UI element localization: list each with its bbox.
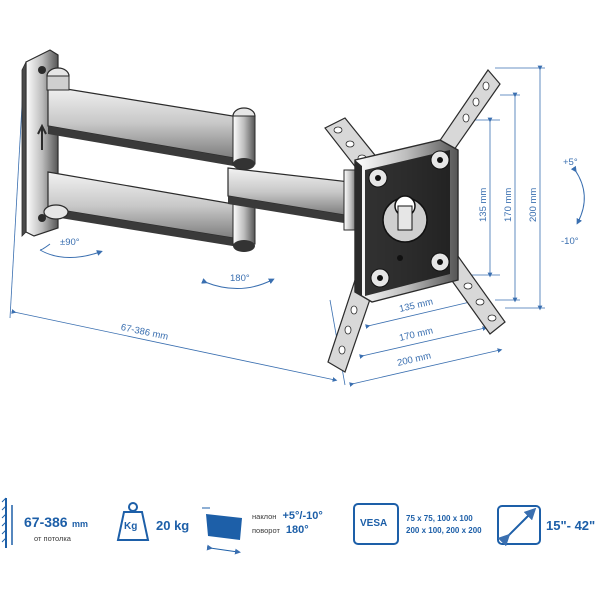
screen-size-value: 15"- 42" bbox=[546, 518, 596, 533]
upper-arm bbox=[46, 67, 256, 170]
label-vesa-w-small: 135 mm bbox=[398, 296, 434, 314]
label-tilt-down: -10° bbox=[561, 236, 579, 247]
up-arrow-icon bbox=[37, 123, 47, 150]
distance-unit: mm bbox=[72, 519, 89, 529]
swivel-arrow-wall bbox=[39, 243, 103, 258]
spec-distance: 67-386 mm от потолка bbox=[24, 514, 88, 543]
weight-icon bbox=[116, 502, 150, 541]
distance-value: 67-386 bbox=[24, 514, 68, 530]
weight-icon-label: Kg bbox=[124, 521, 138, 532]
swivel-value: 180° bbox=[285, 524, 309, 536]
spec-vesa: 75 x 75, 100 x 100 200 x 100, 200 x 200 bbox=[406, 514, 482, 535]
swivel-label: поворот bbox=[252, 526, 280, 535]
label-vesa-w-large: 200 mm bbox=[396, 350, 432, 368]
label-arm-swivel: 180° bbox=[230, 273, 250, 284]
label-vesa-h-large: 200 mm bbox=[528, 188, 539, 222]
label-vesa-h-mid: 170 mm bbox=[503, 188, 514, 222]
tilt-arrow bbox=[570, 165, 585, 225]
label-tilt-up: +5° bbox=[563, 157, 578, 168]
tilt-swivel-icon bbox=[202, 507, 242, 555]
distance-caption: от потолка bbox=[34, 534, 71, 543]
screen-size-icon bbox=[497, 505, 541, 547]
vesa-icon bbox=[353, 503, 399, 545]
vesa-bracket bbox=[324, 69, 506, 373]
tilt-label: наклон bbox=[252, 512, 277, 521]
lower-arm bbox=[43, 171, 256, 252]
tilt-value: +5°/-10° bbox=[282, 510, 323, 522]
spec-motion: наклон +5°/-10° поворот 180° bbox=[252, 510, 352, 536]
vesa-line-2: 200 x 100, 200 x 200 bbox=[406, 526, 482, 535]
vesa-icon-label: VESA bbox=[360, 518, 388, 529]
label-wall-swivel: ±90° bbox=[60, 237, 80, 248]
label-vesa-h-small: 135 mm bbox=[478, 188, 489, 222]
vesa-line-1: 75 x 75, 100 x 100 bbox=[406, 514, 473, 523]
load-value: 20 kg bbox=[156, 518, 190, 533]
swivel-arrow-arm bbox=[201, 278, 275, 290]
distance-icon bbox=[1, 497, 13, 548]
